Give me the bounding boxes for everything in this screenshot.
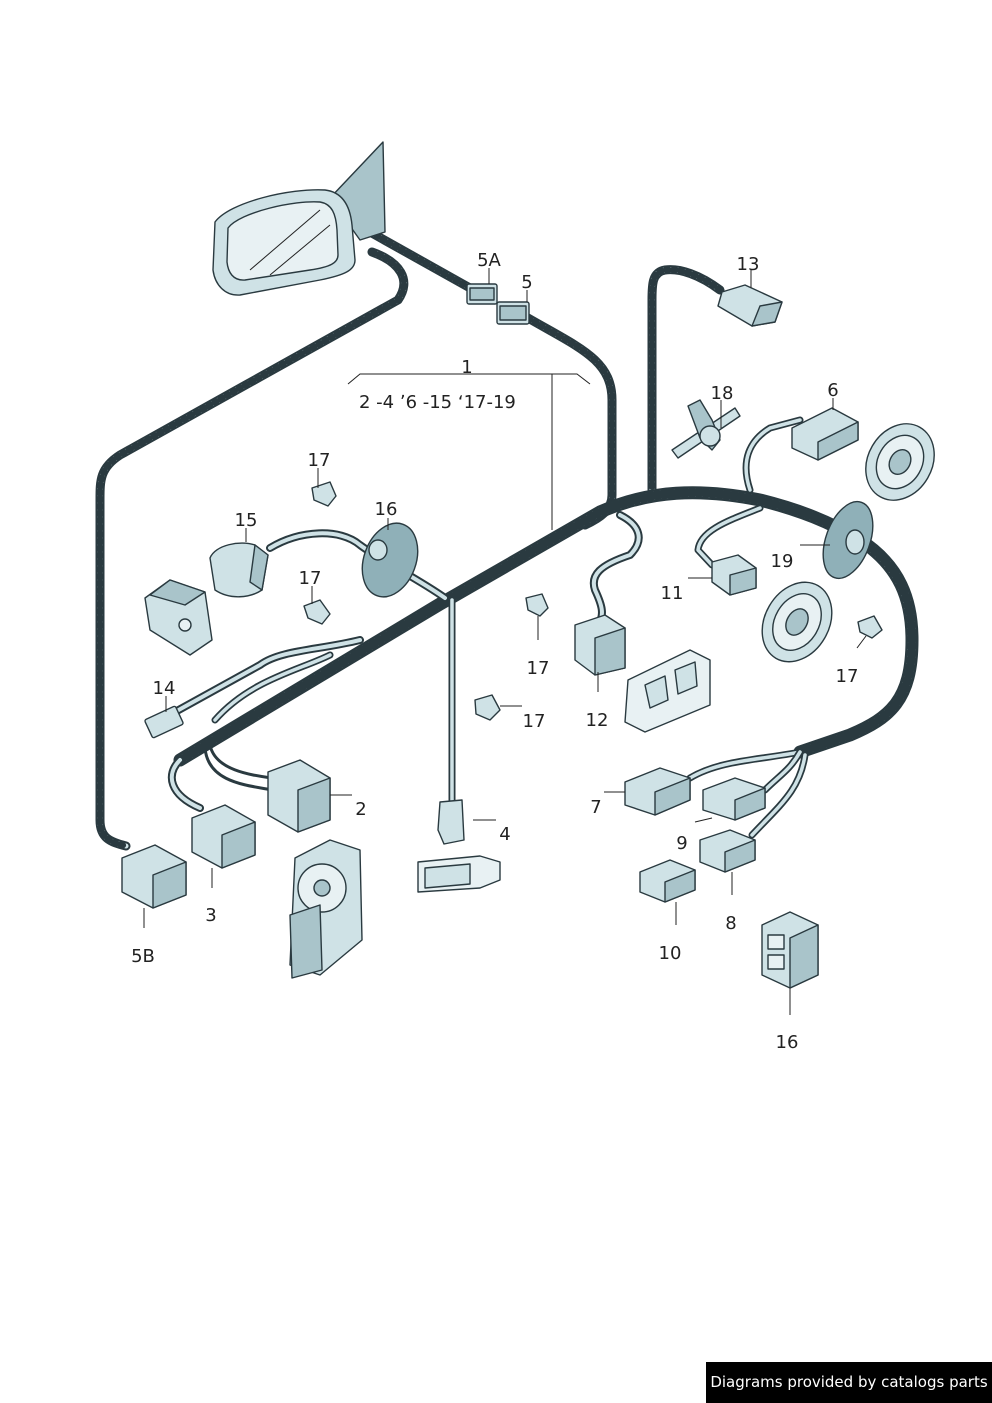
connector-14 xyxy=(144,705,184,739)
control-unit xyxy=(624,649,711,733)
label-12: 12 xyxy=(586,710,609,731)
clip-17-e xyxy=(857,615,883,639)
connector-9 xyxy=(702,777,766,821)
grommet-19 xyxy=(822,500,874,580)
connector-3 xyxy=(191,804,256,869)
label-11: 11 xyxy=(661,583,684,604)
label-17-a: 17 xyxy=(308,450,331,471)
connector-5b xyxy=(121,844,187,909)
credit-banner: Diagrams provided by catalogs parts xyxy=(706,1362,992,1403)
label-10: 10 xyxy=(659,943,682,964)
label-13: 13 xyxy=(737,254,760,275)
label-1-range: 2 -4 ʼ6 -15 ʻ17-19 xyxy=(359,392,516,413)
connector-13 xyxy=(717,284,783,327)
label-17-e: 17 xyxy=(836,666,859,687)
clip-18 xyxy=(671,399,741,459)
clip-17-a xyxy=(311,481,337,507)
connector-12 xyxy=(574,614,626,676)
label-9: 9 xyxy=(676,833,687,854)
label-16-a: 16 xyxy=(375,499,398,520)
harness-branch-11 xyxy=(694,504,764,569)
connector-8 xyxy=(699,829,756,873)
speaker-upper xyxy=(865,423,935,501)
label-7: 7 xyxy=(590,797,601,818)
leader-lines xyxy=(143,268,867,1015)
label-19: 19 xyxy=(771,551,794,572)
label-1: 1 xyxy=(461,357,472,378)
label-5: 5 xyxy=(521,272,532,293)
connector-10 xyxy=(639,859,696,903)
label-15: 15 xyxy=(235,510,258,531)
connector-7 xyxy=(624,767,691,816)
exterior-mirror xyxy=(212,141,386,296)
label-4: 4 xyxy=(499,824,510,845)
label-17-b: 17 xyxy=(299,568,322,589)
clip-17-b xyxy=(303,599,331,625)
connector-15 xyxy=(209,542,269,598)
connector-6 xyxy=(791,407,859,461)
label-6: 6 xyxy=(827,380,838,401)
harness-13-riser xyxy=(647,265,725,495)
label-14: 14 xyxy=(153,678,176,699)
label-5a: 5A xyxy=(477,250,501,271)
label-2: 2 xyxy=(355,799,366,820)
harness-branch-2 xyxy=(208,743,274,780)
label-17-c: 17 xyxy=(527,658,550,679)
clip-17-c xyxy=(525,593,549,617)
window-motor xyxy=(289,839,363,979)
door-lock xyxy=(144,579,213,656)
clip-17-d xyxy=(474,694,501,721)
connector-11 xyxy=(711,554,757,596)
label-8: 8 xyxy=(725,913,736,934)
grommet-16 xyxy=(361,522,419,598)
connector-5a xyxy=(466,283,498,305)
connector-5 xyxy=(496,301,530,325)
label-17-d: 17 xyxy=(523,711,546,732)
label-3: 3 xyxy=(205,905,216,926)
courtesy-lamp xyxy=(417,855,501,893)
connector-4 xyxy=(437,799,465,845)
switch-16 xyxy=(761,911,819,989)
harness-5-trunk xyxy=(523,313,617,530)
callout-labels: 1 2 -4 ʼ6 -15 ʻ17-19 5A 5 13 18 6 19 17 … xyxy=(131,250,858,1053)
connector-2 xyxy=(267,759,331,833)
label-18: 18 xyxy=(711,383,734,404)
label-5b: 5B xyxy=(131,946,155,967)
parts xyxy=(121,141,935,989)
label-16-b: 16 xyxy=(776,1032,799,1053)
speaker-lower xyxy=(761,581,833,663)
